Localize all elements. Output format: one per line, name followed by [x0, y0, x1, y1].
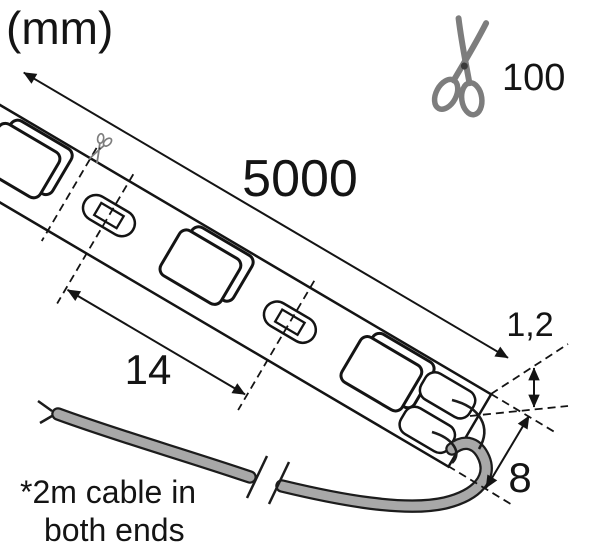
dimension-5000	[23, 71, 509, 359]
led-strip	[0, 71, 509, 469]
strip-length-label: 5000	[242, 150, 358, 208]
width-label: 8	[508, 454, 531, 501]
cable-break-mark	[245, 455, 291, 505]
power-cable	[51, 407, 493, 513]
solder-wires	[431, 398, 486, 464]
unit-label: (mm)	[6, 2, 113, 54]
dimension-thickness	[469, 343, 569, 417]
cut-interval-label: 100	[502, 57, 565, 99]
cable-note-line1: *2m cable in	[20, 474, 196, 510]
scissors-icon-large	[429, 16, 500, 119]
led-pitch-label: 14	[125, 346, 172, 393]
wire-ends	[37, 399, 53, 425]
dimension-width	[447, 393, 559, 507]
cable-note-line2: both ends	[44, 512, 185, 548]
thickness-label: 1,2	[506, 306, 553, 344]
